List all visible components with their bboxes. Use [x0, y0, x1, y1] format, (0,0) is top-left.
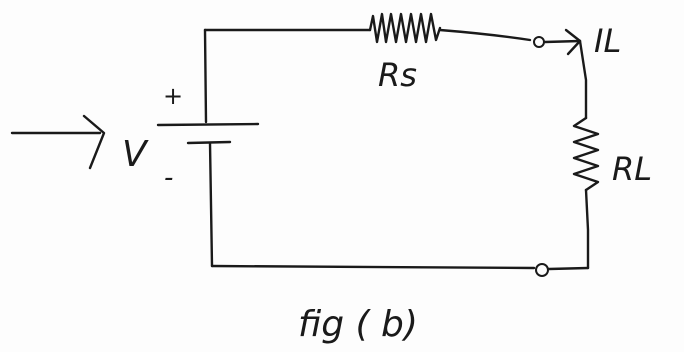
minus-sign: - — [164, 163, 173, 193]
battery-long-plate — [156, 122, 260, 127]
resistor-rl — [572, 116, 600, 192]
plus-sign: + — [163, 82, 183, 110]
rs-label: Rs — [378, 56, 417, 94]
bottom-wire-left — [210, 264, 536, 270]
right-wire-top — [578, 39, 588, 120]
bottom-terminal — [535, 263, 549, 277]
left-wire-bottom — [208, 141, 214, 268]
il-label: IL — [594, 22, 621, 60]
input-arrow — [10, 114, 106, 170]
bottom-wire-right — [547, 266, 590, 271]
top-terminal — [533, 36, 545, 48]
figure-caption: fig ( b) — [298, 304, 418, 345]
resistor-rs — [368, 12, 442, 44]
rl-label: RL — [612, 150, 652, 188]
voltage-label: V — [122, 134, 149, 175]
left-wire-top — [203, 28, 208, 124]
right-wire-bottom — [584, 188, 590, 270]
top-wire-to-corner — [543, 39, 582, 44]
top-wire-right — [438, 28, 532, 42]
